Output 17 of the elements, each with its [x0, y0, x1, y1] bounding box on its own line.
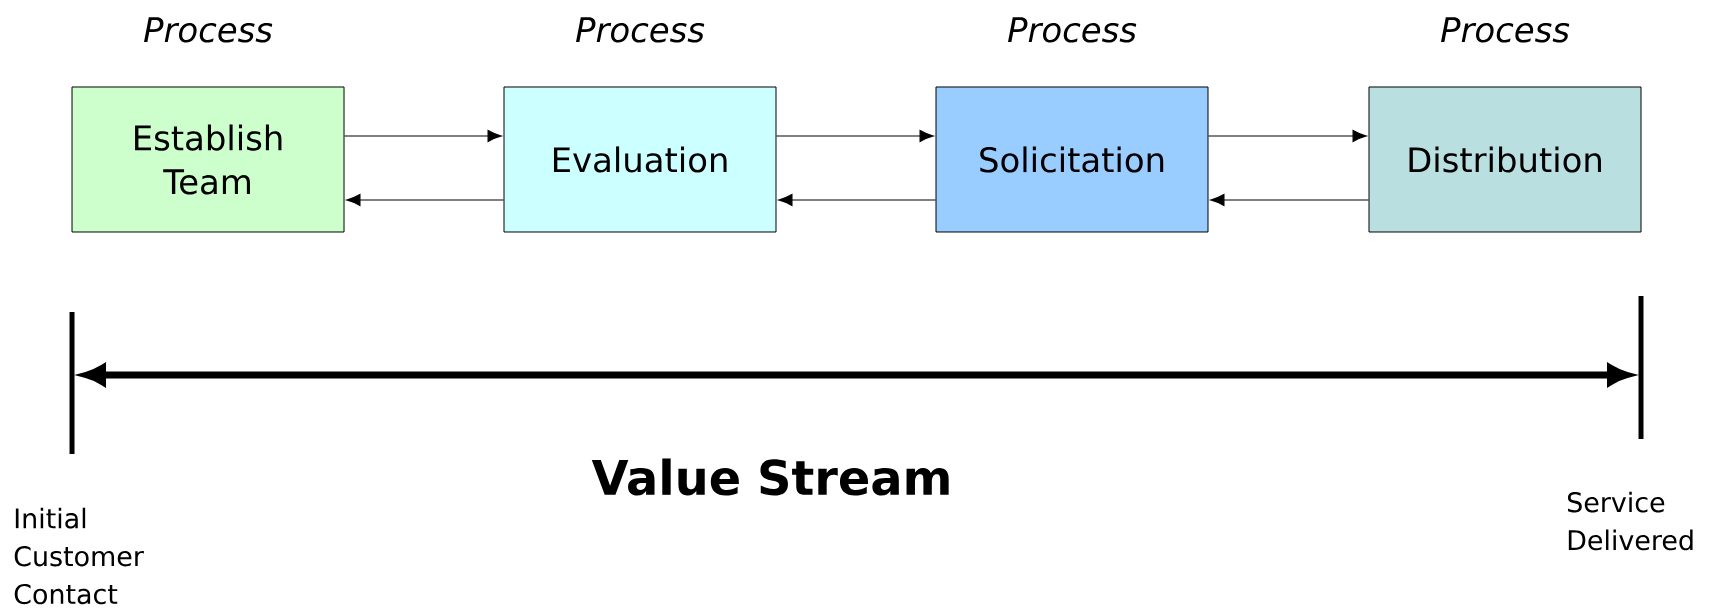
process-heading: Process — [1441, 17, 1570, 43]
endpoint-label: Initial Customer Contact — [14, 507, 144, 605]
process-heading: Process — [576, 17, 705, 43]
arrow — [343, 129, 502, 142]
process-heading: Process — [144, 17, 273, 43]
arrow — [1207, 129, 1367, 142]
process-box: Solicitation — [935, 86, 1209, 233]
process-box: Distribution — [1368, 86, 1642, 233]
arrow — [1210, 193, 1370, 206]
arrow — [775, 129, 934, 142]
arrow — [778, 193, 937, 206]
arrow — [346, 193, 505, 206]
process-box: Establish Team — [71, 86, 345, 233]
endpoint-label: Service Delivered — [1568, 491, 1693, 551]
process-box: Evaluation — [503, 86, 777, 233]
span-title: Value Stream — [591, 458, 949, 496]
process-heading: Process — [1008, 17, 1137, 43]
